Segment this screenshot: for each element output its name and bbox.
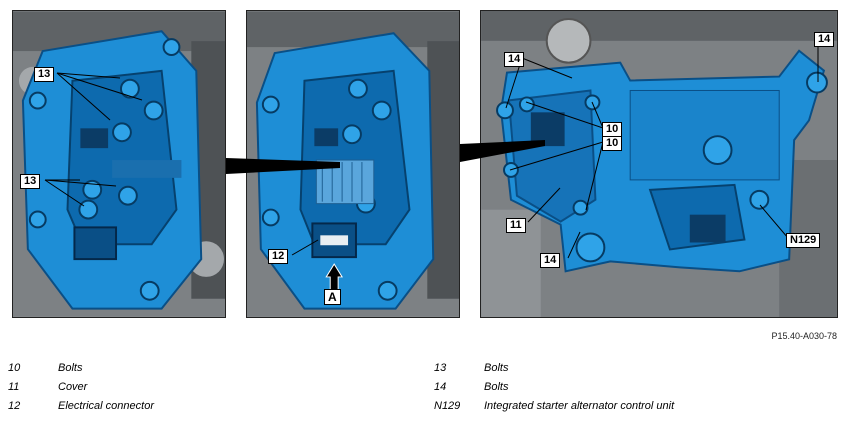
legend-key: 12	[8, 399, 21, 412]
legend-row: 12 Electrical connector	[8, 396, 154, 415]
callout-11: 11	[506, 218, 526, 233]
legend-text: Bolts	[484, 361, 509, 374]
legend-key: 11	[8, 380, 20, 393]
control-unit-illustration-left	[13, 11, 225, 317]
legend-row: 14 Bolts	[434, 377, 674, 396]
callout-A: A	[324, 289, 341, 305]
legend-text: Bolts	[58, 361, 83, 374]
figure-panel-left	[12, 10, 226, 318]
callout-10-upper: 10	[602, 122, 623, 137]
legend-key: 13	[434, 361, 447, 374]
figure-panel-right	[480, 10, 838, 318]
legend-text: Integrated starter alternator control un…	[484, 399, 675, 412]
callout-14-top-right: 14	[814, 32, 835, 47]
legend-text: Bolts	[484, 380, 509, 393]
legend-row: 10 Bolts	[8, 358, 154, 377]
legend-key: N129	[434, 399, 461, 412]
legend-right-column: 13 Bolts 14 Bolts N129 Integrated starte…	[434, 358, 674, 415]
callout-14-bottom: 14	[540, 253, 561, 268]
legend-key: 14	[434, 380, 447, 393]
legend-row: 13 Bolts	[434, 358, 674, 377]
legend-left-column: 10 Bolts 11 Cover 12 Electrical connecto…	[8, 358, 154, 415]
legend-row: N129 Integrated starter alternator contr…	[434, 396, 674, 415]
callout-13-upper: 13	[34, 67, 55, 82]
legend-text: Electrical connector	[58, 399, 154, 412]
figure-panel-middle	[246, 10, 460, 318]
legend-row: 11 Cover	[8, 377, 154, 396]
callout-N129: N129	[786, 233, 821, 248]
callout-13-lower: 13	[20, 174, 41, 189]
callout-14-top-left: 14	[504, 52, 525, 67]
control-unit-illustration-right	[481, 11, 837, 317]
legend-key: 10	[8, 361, 21, 374]
callout-10-lower: 10	[602, 136, 623, 151]
figure-reference: P15.40-A030-78	[771, 331, 837, 341]
legend-text: Cover	[58, 380, 88, 393]
callout-12: 12	[268, 249, 289, 264]
control-unit-illustration-middle	[247, 11, 459, 317]
